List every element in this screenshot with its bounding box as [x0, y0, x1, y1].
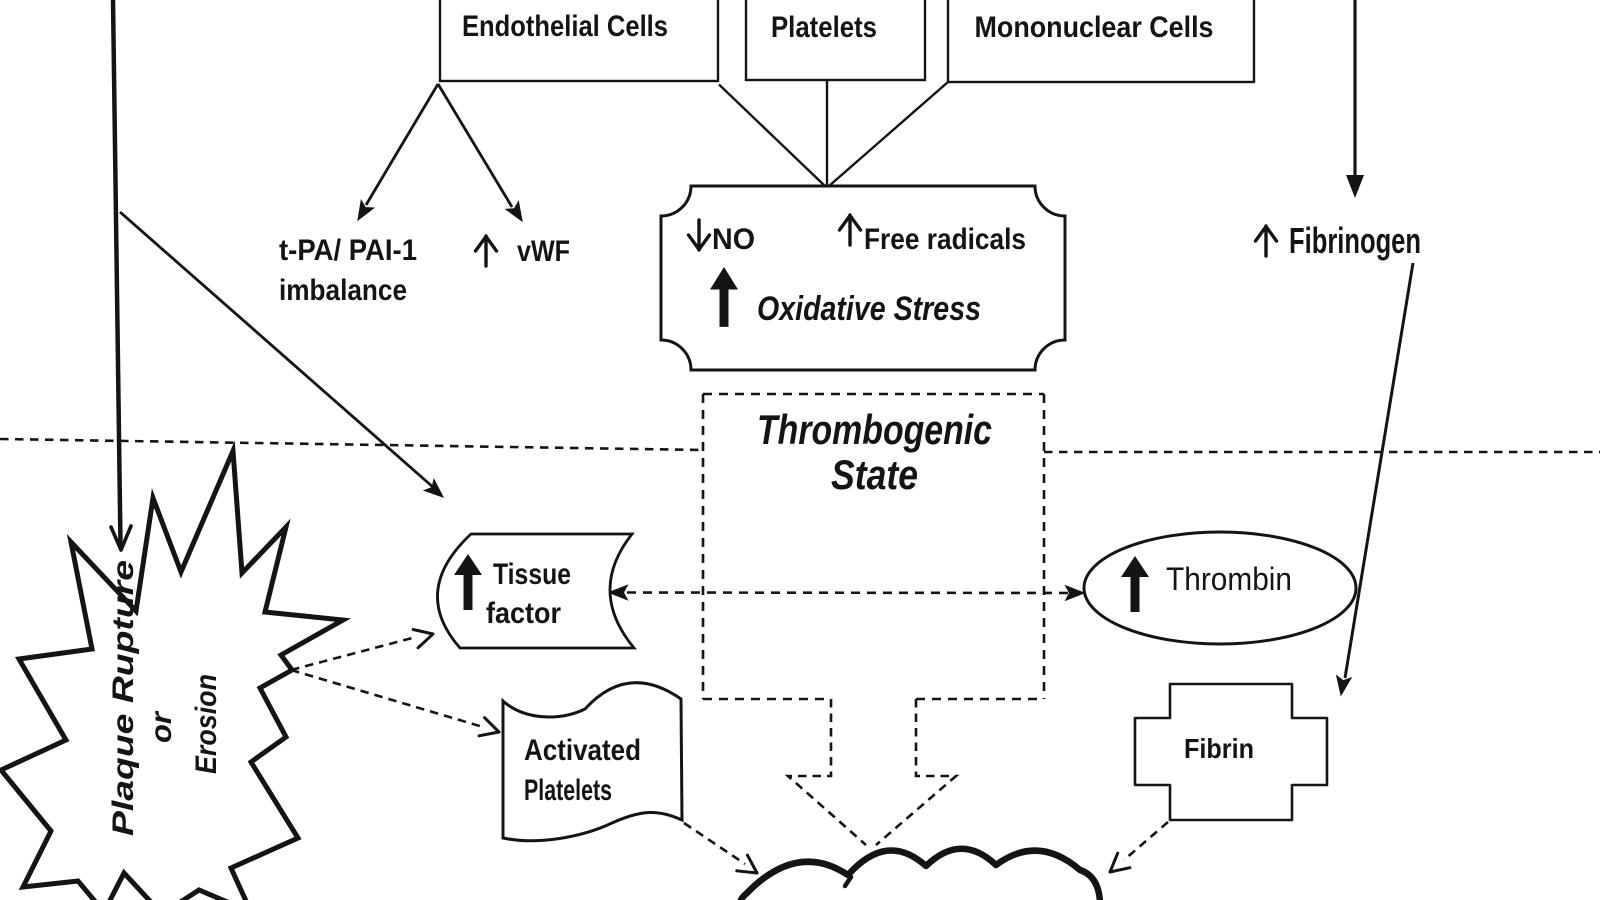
svg-text:t-PA/ PAI-1: t-PA/ PAI-1: [279, 234, 417, 267]
svg-text:Erosion: Erosion: [190, 674, 223, 774]
svg-text:Tissue: Tissue: [493, 558, 571, 591]
svg-text:imbalance: imbalance: [279, 274, 407, 307]
svg-text:Thrombin: Thrombin: [1166, 561, 1292, 597]
svg-text:Platelets: Platelets: [524, 774, 612, 807]
svg-text:or: or: [145, 710, 178, 743]
svg-text:Fibrin: Fibrin: [1184, 733, 1254, 764]
svg-text:factor: factor: [486, 597, 561, 630]
svg-text:vWF: vWF: [517, 235, 570, 268]
svg-text:Platelets: Platelets: [771, 11, 877, 44]
svg-text:NO: NO: [712, 223, 755, 256]
svg-text:State: State: [831, 451, 918, 498]
svg-text:Mononuclear Cells: Mononuclear Cells: [975, 11, 1214, 44]
svg-text:Endothelial Cells: Endothelial Cells: [462, 10, 668, 43]
svg-text:Oxidative Stress: Oxidative Stress: [757, 290, 981, 328]
svg-text:Free radicals: Free radicals: [864, 223, 1026, 256]
svg-text:Plaque Rupture: Plaque Rupture: [107, 560, 140, 836]
svg-text:Activated: Activated: [524, 734, 641, 767]
svg-text:Thrombogenic: Thrombogenic: [757, 406, 992, 453]
svg-text:Fibrinogen: Fibrinogen: [1289, 220, 1421, 261]
